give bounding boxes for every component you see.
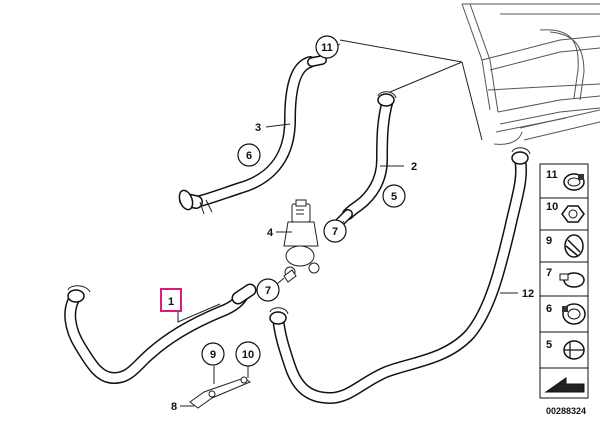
callout-7-hose: 7: [256, 278, 280, 302]
legend-number-10: 10: [546, 201, 558, 213]
callout-10: 10: [235, 341, 261, 367]
hex-nut-icon: [561, 205, 585, 223]
callout-2: 2: [411, 161, 417, 173]
direction-arrow-icon: [544, 377, 585, 393]
fitting-7: [283, 269, 297, 283]
callout-6: 6: [237, 143, 261, 167]
radiator-outline: [461, 3, 600, 145]
svg-text:4: 4: [267, 227, 274, 239]
callout-8: 8: [171, 401, 177, 413]
hose-1: [64, 283, 257, 384]
callout-3: 3: [255, 122, 261, 134]
svg-text:12: 12: [522, 288, 534, 300]
svg-text:6: 6: [246, 150, 252, 162]
svg-text:5: 5: [391, 191, 397, 203]
svg-text:7: 7: [332, 226, 338, 238]
svg-text:10: 10: [242, 349, 254, 361]
svg-text:11: 11: [321, 42, 333, 54]
legend-number-11: 11: [546, 169, 558, 181]
legend-number-5: 5: [546, 339, 552, 351]
callout-11: 11: [315, 35, 339, 59]
bracket-8: [189, 376, 252, 409]
callout-leaders: [177, 123, 518, 407]
valve-4: [283, 199, 320, 278]
parts-legend: 11 10 9 7 6 5: [539, 163, 589, 399]
double-clip-icon: [563, 340, 585, 360]
diagram-id: 00288324: [546, 406, 586, 416]
spring-clip-icon: [564, 234, 584, 258]
guide-lines: [314, 39, 483, 141]
hose-12: [269, 147, 531, 404]
legend-number-9: 9: [546, 235, 552, 247]
svg-text:3: 3: [255, 122, 261, 134]
legend-number-6: 6: [546, 303, 552, 315]
hose-3: [178, 55, 327, 215]
svg-text:2: 2: [411, 161, 417, 173]
callout-12: 12: [522, 288, 534, 300]
svg-text:9: 9: [210, 349, 216, 361]
callout-4: 4: [267, 227, 274, 239]
legend-number-7: 7: [546, 267, 552, 279]
svg-text:1: 1: [168, 296, 174, 308]
callout-5: 5: [382, 184, 406, 208]
sleeve-clamp-icon: [562, 303, 586, 325]
svg-text:7: 7: [265, 285, 271, 297]
svg-text:8: 8: [171, 401, 177, 413]
callout-1-highlighted: 1: [160, 288, 182, 312]
hose-2: [335, 91, 397, 227]
callout-9: 9: [201, 342, 225, 366]
hose-clamp-icon: [563, 173, 585, 191]
band-clamp-icon: [559, 272, 585, 288]
callout-7-valve: 7: [323, 219, 347, 243]
